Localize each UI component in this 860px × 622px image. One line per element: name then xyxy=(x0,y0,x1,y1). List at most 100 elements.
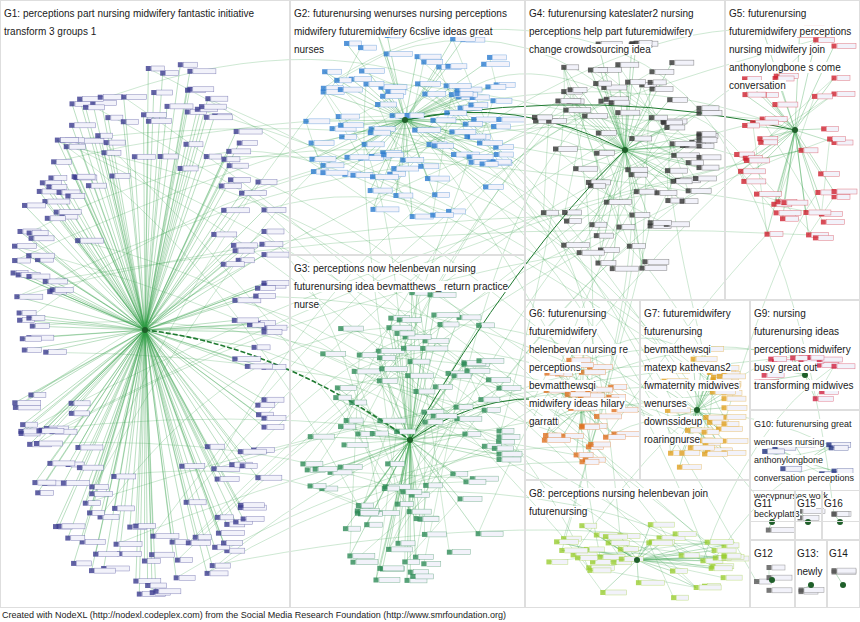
vertex-label-box xyxy=(482,358,504,363)
vertex-label-box xyxy=(744,169,766,174)
graph-edge xyxy=(24,330,145,350)
vertex-label-box xyxy=(41,490,54,495)
graph-edge xyxy=(458,74,663,122)
vertex-avatar xyxy=(22,203,27,208)
vertex-avatar xyxy=(142,558,147,563)
vertex-avatar xyxy=(413,389,418,394)
graph-edge xyxy=(177,139,829,560)
vertex-avatar xyxy=(407,359,412,364)
vertex-label-box xyxy=(375,431,388,436)
vertex-label-box xyxy=(653,80,666,85)
vertex-avatar xyxy=(338,424,343,429)
vertex-avatar xyxy=(423,483,428,488)
vertex-label-box xyxy=(547,438,570,443)
vertex-label-box xyxy=(489,184,504,189)
vertex-label-box xyxy=(667,120,683,125)
vertex-avatar xyxy=(262,281,267,286)
vertex-label-box xyxy=(267,397,284,402)
vertex-label-box xyxy=(463,496,482,501)
vertex-label-box xyxy=(210,444,224,449)
vertex-label-box xyxy=(655,69,674,74)
graph-edge xyxy=(637,560,696,587)
vertex-label-box xyxy=(49,350,67,355)
vertex-avatar xyxy=(17,310,22,315)
vertex-avatar xyxy=(433,384,438,389)
vertex-label-box xyxy=(226,262,244,267)
vertex-avatar xyxy=(359,69,364,74)
vertex-avatar xyxy=(40,180,45,185)
vertex-label-box xyxy=(579,452,593,457)
vertex-avatar xyxy=(211,466,216,471)
vertex-label-box xyxy=(779,210,801,215)
vertex-avatar xyxy=(775,199,780,204)
vertex-label-box xyxy=(245,191,267,196)
vertex-avatar xyxy=(370,174,375,179)
vertex-label-box xyxy=(721,427,742,432)
vertex-label-box xyxy=(622,225,635,230)
vertex-avatar xyxy=(83,501,88,506)
vertex-avatar xyxy=(34,441,39,446)
vertex-label-box xyxy=(702,111,722,116)
vertex-label-box xyxy=(427,532,446,537)
vertex-avatar xyxy=(262,229,267,234)
vertex-avatar xyxy=(342,442,347,447)
vertex-label-box xyxy=(433,292,456,297)
vertex-label-box xyxy=(727,396,746,401)
vertex-label-box xyxy=(267,281,289,286)
vertex-label-box xyxy=(674,451,686,456)
vertex-label-box xyxy=(267,330,282,335)
graph-edge xyxy=(370,191,448,212)
vertex-avatar xyxy=(781,200,786,205)
vertex-avatar xyxy=(497,386,502,391)
vertex-avatar xyxy=(561,243,566,248)
graph-edge xyxy=(106,143,145,330)
vertex-avatar xyxy=(355,431,360,436)
vertex-label-box xyxy=(470,134,486,139)
vertex-avatar xyxy=(205,571,210,576)
vertex-avatar xyxy=(344,41,349,46)
vertex-label-box xyxy=(32,231,48,236)
vertex-avatar xyxy=(215,515,220,520)
graph-edge xyxy=(746,130,795,160)
vertex-avatar xyxy=(421,410,426,415)
vertex-label-box xyxy=(74,401,90,406)
vertex-label-box xyxy=(32,316,45,321)
vertex-label-box xyxy=(696,357,717,362)
vertex-avatar xyxy=(485,84,490,89)
vertex-avatar xyxy=(821,220,826,225)
vertex-avatar xyxy=(37,189,42,194)
vertex-label-box xyxy=(614,100,629,105)
vertex-avatar xyxy=(101,150,106,155)
vertex-avatar xyxy=(83,105,88,110)
vertex-label-box xyxy=(217,232,237,237)
vertex-label-box xyxy=(314,141,334,146)
graph-edge xyxy=(47,218,145,330)
vertex-label-box xyxy=(778,102,798,107)
vertex-label-box xyxy=(391,461,405,466)
vertex-label-box xyxy=(137,154,155,159)
vertex-label-box xyxy=(496,98,512,103)
vertex-avatar xyxy=(463,122,468,127)
vertex-avatar xyxy=(368,130,373,135)
graph-edge xyxy=(145,330,243,519)
vertex-label-box xyxy=(183,62,197,67)
vertex-label-box xyxy=(593,364,613,369)
vertex-avatar xyxy=(780,216,785,221)
vertex-avatar xyxy=(394,429,399,434)
vertex-label-box xyxy=(493,55,507,60)
vertex-avatar xyxy=(179,464,184,469)
vertex-avatar xyxy=(386,325,391,330)
vertex-label-box xyxy=(837,44,856,49)
vertex-avatar xyxy=(75,445,80,450)
vertex-label-box xyxy=(383,418,406,423)
vertex-avatar xyxy=(256,180,261,185)
vertex-avatar xyxy=(629,213,634,218)
vertex-label-box xyxy=(482,140,502,145)
vertex-label-box xyxy=(702,131,716,136)
graph-edge xyxy=(57,140,358,505)
vertex-avatar xyxy=(702,451,707,456)
vertex-label-box xyxy=(32,253,55,258)
graph-edge xyxy=(620,549,711,568)
vertex-label-box xyxy=(436,118,456,123)
vertex-avatar xyxy=(553,147,558,152)
